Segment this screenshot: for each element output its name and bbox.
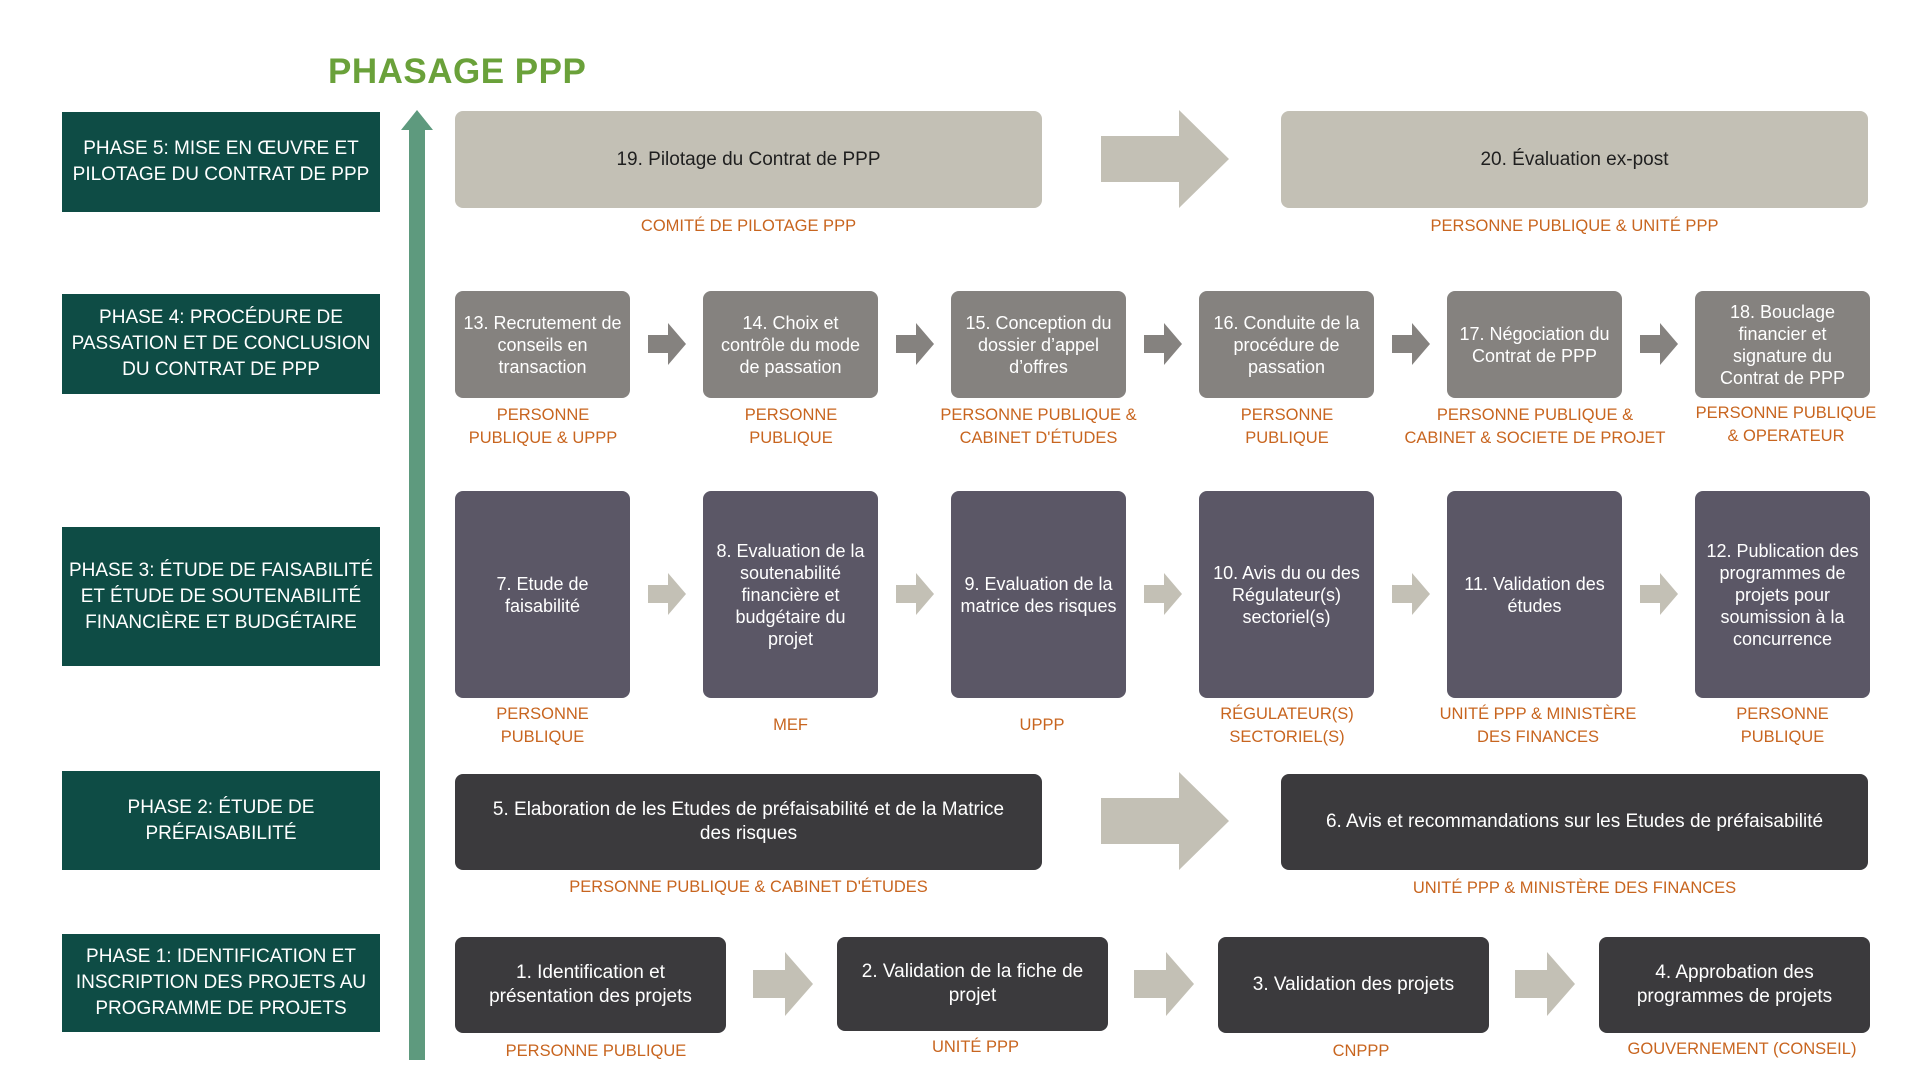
- step-11-actor: UNITÉ PPP & MINISTÈRE DES FINANCES: [1439, 705, 1637, 746]
- step-2-box: 2. Validation de la fiche de projet: [837, 937, 1108, 1031]
- step-17-actor: PERSONNE PUBLIQUE & CABINET & SOCIETE DE…: [1404, 406, 1666, 447]
- step-19-actor: COMITÉ DE PILOTAGE PPP: [640, 217, 857, 235]
- step-7-box: 7. Etude de faisabilité: [455, 491, 630, 698]
- step-13-actor: PERSONNE PUBLIQUE & UPPP: [468, 406, 618, 447]
- step-17-box: 17. Négociation du Contrat de PPP: [1447, 291, 1622, 398]
- step-20-actor: PERSONNE PUBLIQUE & UNITÉ PPP: [1430, 217, 1719, 235]
- step-19-box: 19. Pilotage du Contrat de PPP: [455, 111, 1042, 208]
- arrow-right-icon: [753, 952, 813, 1016]
- arrow-right-icon: [1640, 323, 1678, 365]
- step-15-actor: PERSONNE PUBLIQUE & CABINET D'ÉTUDES: [940, 406, 1137, 447]
- arrow-right-icon: [1134, 952, 1194, 1016]
- arrow-right-icon: [1392, 573, 1430, 615]
- step-10-actor: RÉGULATEUR(S) SECTORIEL(S): [1220, 705, 1354, 746]
- step-14-actor: PERSONNE PUBLIQUE: [744, 406, 838, 447]
- diagram-title: PHASAGE PPP: [328, 52, 587, 91]
- step-11-box: 11. Validation des études: [1447, 491, 1622, 698]
- step-16-actor: PERSONNE PUBLIQUE: [1240, 406, 1334, 447]
- step-3-actor: CNPPP: [1332, 1042, 1390, 1060]
- step-9-box: 9. Evaluation de la matrice des risques: [951, 491, 1126, 698]
- step-1-actor: PERSONNE PUBLIQUE: [505, 1042, 687, 1060]
- arrow-right-large-icon: [1101, 110, 1229, 208]
- step-4-box: 4. Approbation des programmes de projets: [1599, 937, 1870, 1033]
- arrow-right-icon: [1640, 573, 1678, 615]
- step-13-box: 13. Recrutement de conseils en transacti…: [455, 291, 630, 398]
- step-15-box: 15. Conception du dossier d’appel d’offr…: [951, 291, 1126, 398]
- arrow-right-icon: [1144, 323, 1182, 365]
- phase-1-label: PHASE 1: IDENTIFICATION ET INSCRIPTION D…: [62, 934, 380, 1032]
- step-12-box: 12. Publication des programmes de projet…: [1695, 491, 1870, 698]
- phase-5-label: PHASE 5: MISE EN ŒUVRE ET PILOTAGE DU CO…: [62, 112, 380, 212]
- step-4-actor: GOUVERNEMENT (CONSEIL): [1627, 1040, 1857, 1058]
- arrow-right-icon: [1515, 952, 1575, 1016]
- step-6-box: 6. Avis et recommandations sur les Etude…: [1281, 774, 1868, 870]
- arrow-right-icon: [1144, 573, 1182, 615]
- step-20-box: 20. Évaluation ex-post: [1281, 111, 1868, 208]
- phase-3-label: PHASE 3: ÉTUDE DE FAISABILITÉ ET ÉTUDE D…: [62, 527, 380, 666]
- step-14-box: 14. Choix et contrôle du mode de passati…: [703, 291, 878, 398]
- arrow-right-icon: [1392, 323, 1430, 365]
- step-9-actor: UPPP: [1019, 716, 1065, 734]
- step-3-box: 3. Validation des projets: [1218, 937, 1489, 1033]
- phase-2-label: PHASE 2: ÉTUDE DE PRÉFAISABILITÉ: [62, 771, 380, 870]
- arrow-right-icon: [648, 573, 686, 615]
- step-7-actor: PERSONNE PUBLIQUE: [496, 705, 589, 746]
- progression-arrow: [409, 128, 425, 1060]
- arrow-right-icon: [896, 573, 934, 615]
- step-18-actor: PERSONNE PUBLIQUE & OPERATEUR: [1695, 404, 1877, 445]
- step-2-actor: UNITÉ PPP: [931, 1038, 1020, 1056]
- progression-arrow-head: [401, 110, 433, 130]
- step-8-actor: MEF: [773, 716, 808, 734]
- step-8-box: 8. Evaluation de la soutenabilité financ…: [703, 491, 878, 698]
- step-10-box: 10. Avis du ou des Régulateur(s) sectori…: [1199, 491, 1374, 698]
- step-1-box: 1. Identification et présentation des pr…: [455, 937, 726, 1033]
- step-6-actor: UNITÉ PPP & MINISTÈRE DES FINANCES: [1412, 879, 1737, 897]
- step-5-box: 5. Elaboration de les Etudes de préfaisa…: [455, 774, 1042, 870]
- phase-4-label: PHASE 4: PROCÉDURE DE PASSATION ET DE CO…: [62, 294, 380, 394]
- arrow-right-large-icon: [1101, 772, 1229, 870]
- step-5-actor: PERSONNE PUBLIQUE & CABINET D'ÉTUDES: [569, 878, 928, 896]
- step-16-box: 16. Conduite de la procédure de passatio…: [1199, 291, 1374, 398]
- step-12-actor: PERSONNE PUBLIQUE: [1736, 705, 1829, 746]
- step-18-box: 18. Bouclage financier et signature du C…: [1695, 291, 1870, 398]
- arrow-right-icon: [648, 323, 686, 365]
- arrow-right-icon: [896, 323, 934, 365]
